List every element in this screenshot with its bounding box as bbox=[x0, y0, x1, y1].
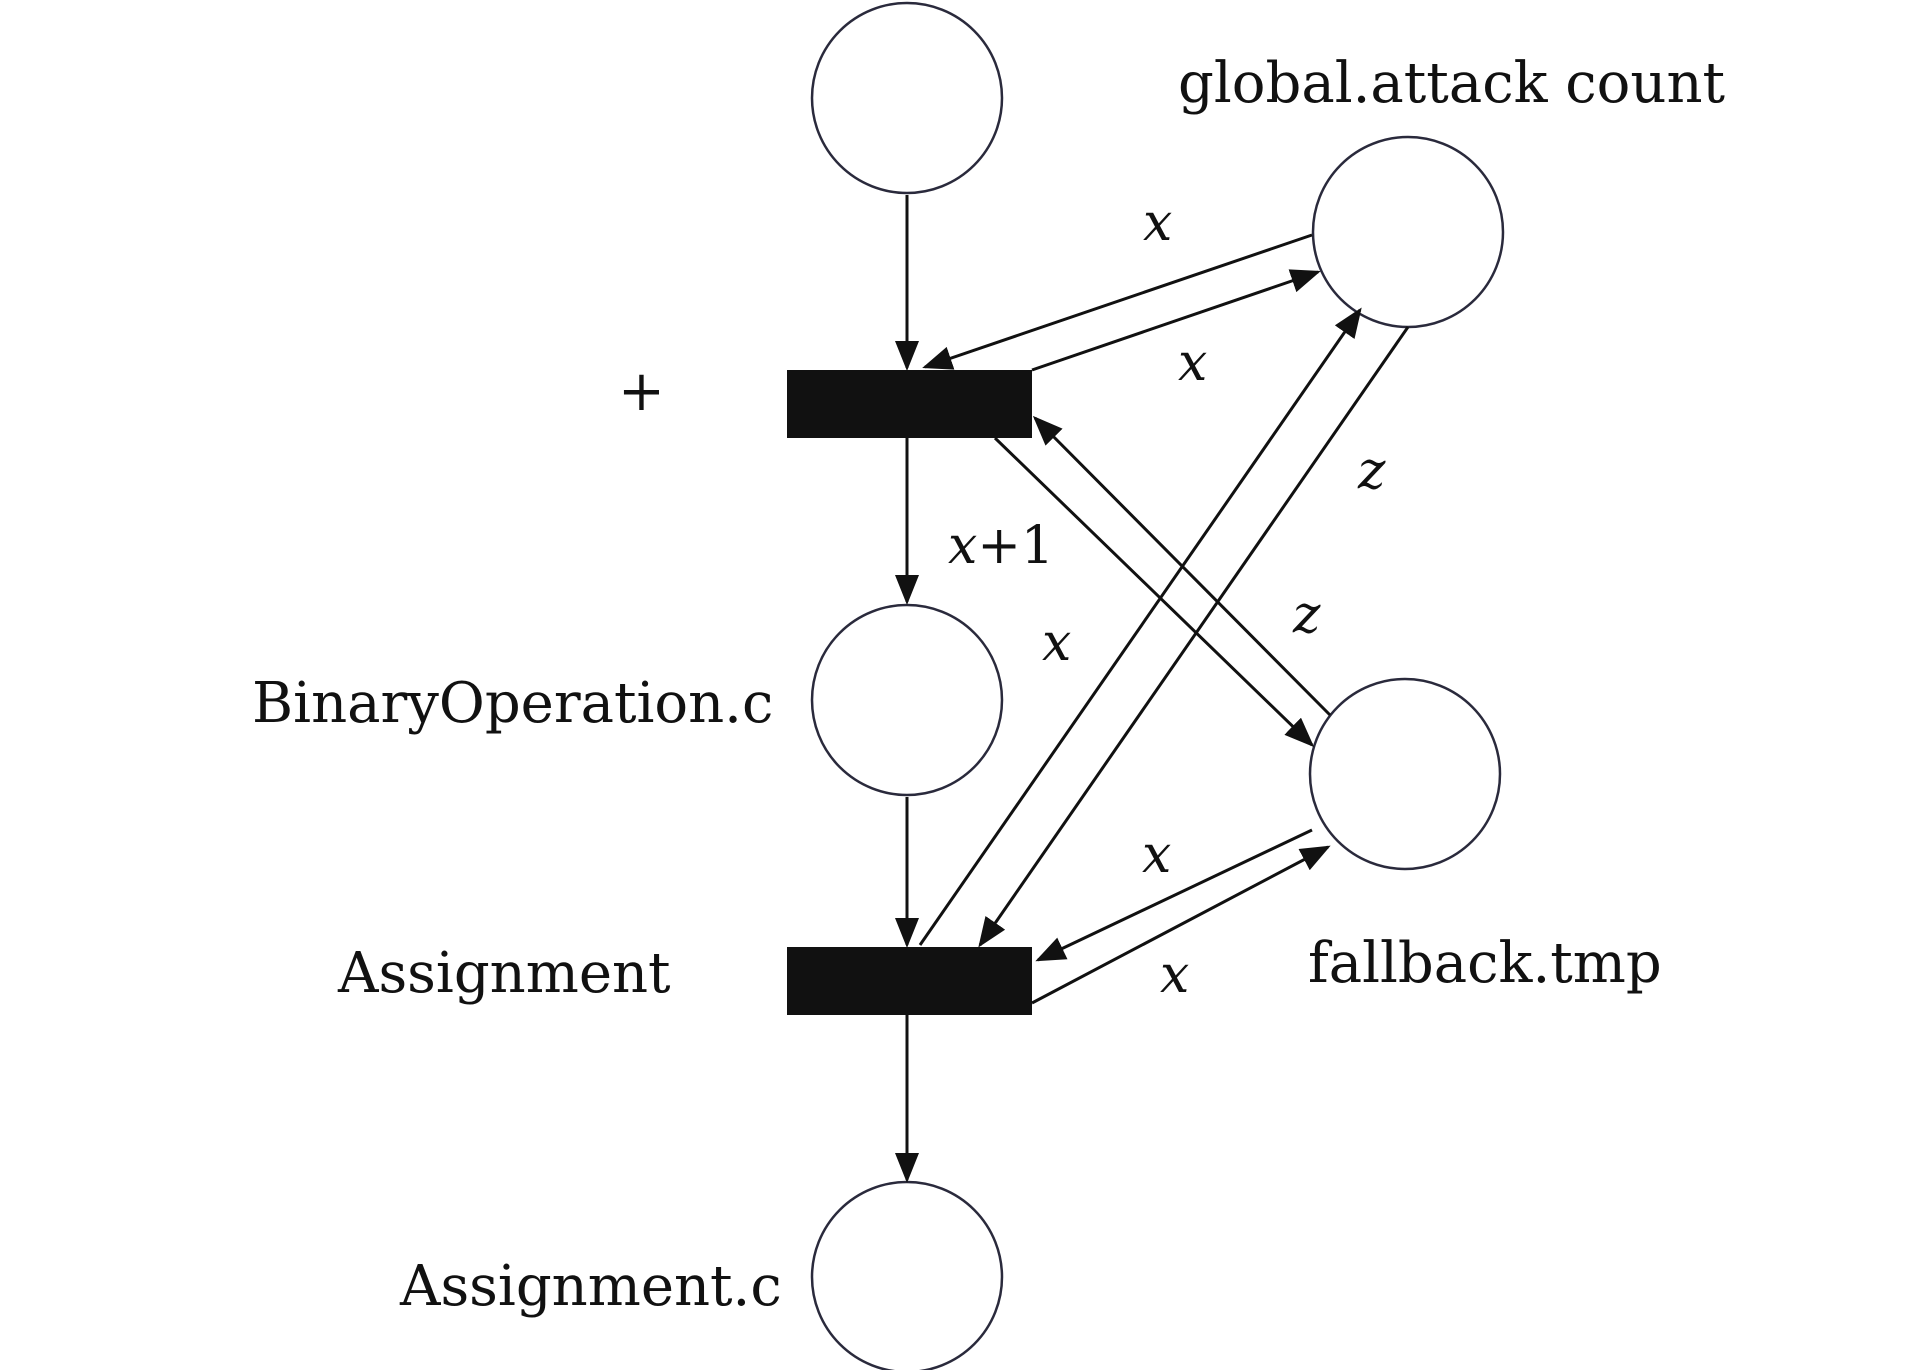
arc-assignment-to-global bbox=[918, 307, 1362, 946]
transition-assignment bbox=[787, 947, 1032, 1015]
arc-label-z-global-to-assign: z bbox=[1357, 441, 1386, 501]
arc-plus-to-global bbox=[1031, 269, 1321, 372]
label-fallback-tmp: fallback.tmp bbox=[1308, 931, 1662, 996]
label-plus-transition: + bbox=[618, 359, 665, 424]
arc-global-to-assignment bbox=[978, 326, 1410, 948]
arc-label-x-plus-to-global: x bbox=[1178, 333, 1207, 393]
label-global-attack-count: global.attack count bbox=[1178, 51, 1726, 116]
arc-label-x-assign-to-global: x bbox=[1042, 613, 1071, 673]
arc-global-to-plus bbox=[922, 233, 1313, 370]
place-top bbox=[810, 1, 1004, 195]
arc-label-x-fallback-to-assign: x bbox=[1142, 825, 1171, 885]
arc-label-x-assign-to-fallback: x bbox=[1160, 945, 1189, 1005]
label-binary-operation-c: BinaryOperation.c bbox=[252, 671, 773, 736]
place-binary-operation-c bbox=[810, 603, 1004, 797]
transition-plus bbox=[787, 370, 1032, 438]
place-assignment-c bbox=[810, 1180, 1004, 1370]
arc-label-x-plus-1: x+1 bbox=[948, 516, 1054, 576]
arc-plus-to-fallback bbox=[993, 436, 1315, 748]
label-assignment-c: Assignment.c bbox=[399, 1254, 782, 1319]
arc-assignment-to-fallback bbox=[1031, 845, 1331, 1005]
label-assignment-transition: Assignment bbox=[337, 941, 671, 1006]
arc-fallback-to-assignment bbox=[1035, 828, 1313, 962]
arc-label-z-fallback-to-plus: z bbox=[1292, 585, 1321, 645]
place-global-attack-count bbox=[1311, 135, 1505, 329]
place-fallback-tmp bbox=[1308, 677, 1502, 871]
arc-label-x-global-to-plus: x bbox=[1143, 193, 1172, 253]
